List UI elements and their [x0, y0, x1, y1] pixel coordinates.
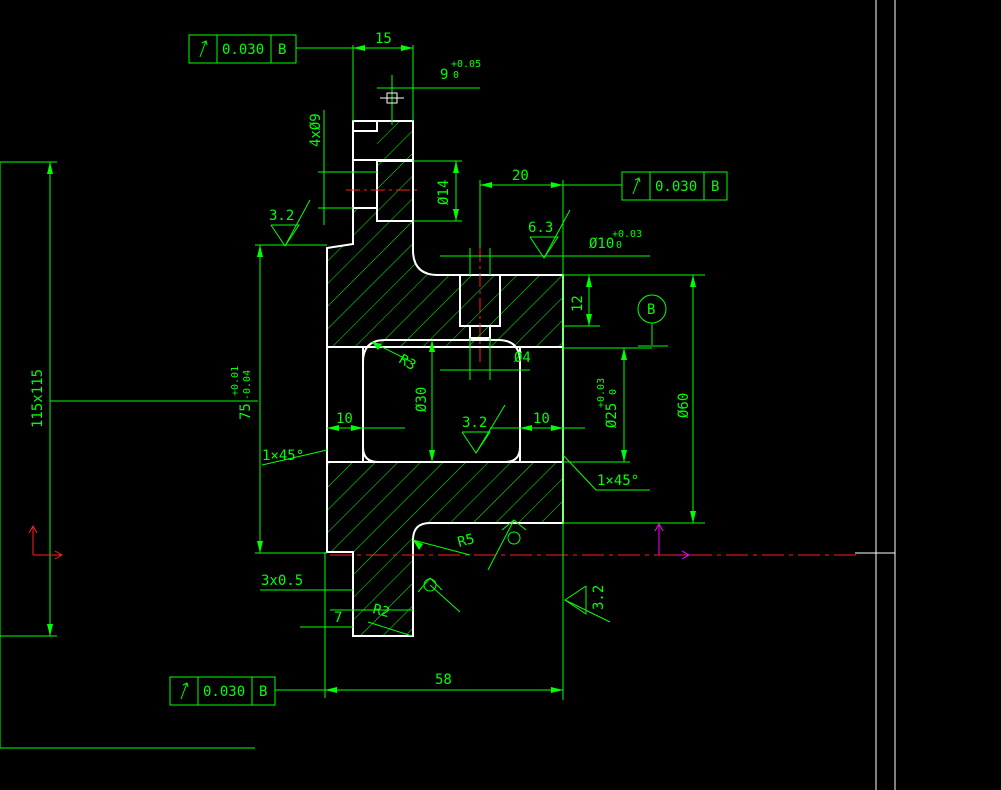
- dim-115x115: 115x115: [30, 369, 46, 428]
- dim-r2: R2: [371, 601, 391, 621]
- dim-9: 9: [440, 67, 448, 83]
- dim-10-right: 10: [533, 411, 550, 427]
- tolerance-datum: B: [711, 179, 719, 195]
- roughness-value: 3.2: [269, 208, 294, 224]
- tolerance-frame[interactable]: 0.030 B: [621, 171, 728, 201]
- dim-dia25-upper: +0.03: [596, 378, 607, 408]
- ucs-icon: [28, 524, 64, 560]
- datum-label: B: [647, 302, 655, 318]
- dim-58: 58: [435, 672, 452, 688]
- dim-15: 15: [375, 31, 392, 47]
- dim-75-upper: +0.01: [230, 366, 241, 396]
- left-view-dimension: [0, 161, 258, 749]
- dim-20: 20: [512, 168, 529, 184]
- dim-dia10-lower: 0: [616, 240, 622, 251]
- surface-finish-icon: 3.2: [564, 585, 611, 623]
- dim-dia60: Ø60: [676, 393, 692, 418]
- dim-dia30: Ø30: [414, 387, 430, 412]
- tolerance-datum: B: [259, 684, 267, 700]
- dim-7: 7: [334, 610, 342, 626]
- tolerance-value: 0.030: [222, 42, 264, 58]
- dim-75-lower: -0.04: [242, 370, 253, 400]
- tolerance-datum: B: [278, 42, 286, 58]
- dim-r5: R5: [456, 531, 476, 551]
- perpendicularity-symbol-icon: [180, 682, 189, 700]
- ucs-icon: [654, 522, 691, 560]
- dim-dia10: Ø10: [589, 236, 614, 252]
- perpendicularity-symbol-icon: [632, 177, 641, 195]
- dim-4x9-holes: 4xØ9: [308, 113, 324, 147]
- dim-9-lower: 0: [453, 70, 459, 81]
- dim-r3: R3: [396, 352, 419, 374]
- roughness-value: 3.2: [591, 585, 607, 610]
- drawing-frame-border: [855, 0, 896, 790]
- dim-dia25: Ø25: [604, 403, 620, 428]
- dim-75: 75: [238, 403, 254, 420]
- dimension-arrows: [257, 45, 696, 693]
- dim-12: 12: [570, 295, 586, 312]
- dim-dia14: Ø14: [436, 180, 452, 205]
- dim-dia10-upper: +0.03: [612, 229, 642, 240]
- tolerance-value: 0.030: [203, 684, 245, 700]
- surface-finish-icon: 3.2: [461, 404, 506, 454]
- surface-finish-icon: [417, 577, 461, 613]
- dim-9-upper: +0.05: [451, 59, 481, 70]
- chamfer-left: 1×45°: [262, 448, 304, 464]
- surface-finish-icon: 3.2: [269, 199, 311, 247]
- tolerance-value: 0.030: [655, 179, 697, 195]
- surface-finish-icon: [487, 519, 527, 571]
- perpendicularity-symbol-icon: [199, 40, 208, 58]
- section-hatch: [327, 121, 563, 636]
- tolerance-frame[interactable]: 0.030 B: [188, 34, 297, 64]
- dim-3x0.5-groove: 3x0.5: [261, 573, 303, 589]
- centerlines: [330, 189, 860, 556]
- dim-10-left: 10: [336, 411, 353, 427]
- tolerance-frame[interactable]: 0.030 B: [169, 676, 276, 706]
- roughness-value: 3.2: [462, 415, 487, 431]
- datum-symbol-icon: B: [624, 294, 668, 349]
- chamfer-right: 1×45°: [597, 473, 639, 489]
- roughness-value: 6.3: [528, 220, 553, 236]
- dim-dia25-lower: 0: [608, 389, 619, 395]
- dim-dia4: Ø4: [514, 350, 531, 366]
- surface-finish-icon: 6.3: [528, 209, 571, 259]
